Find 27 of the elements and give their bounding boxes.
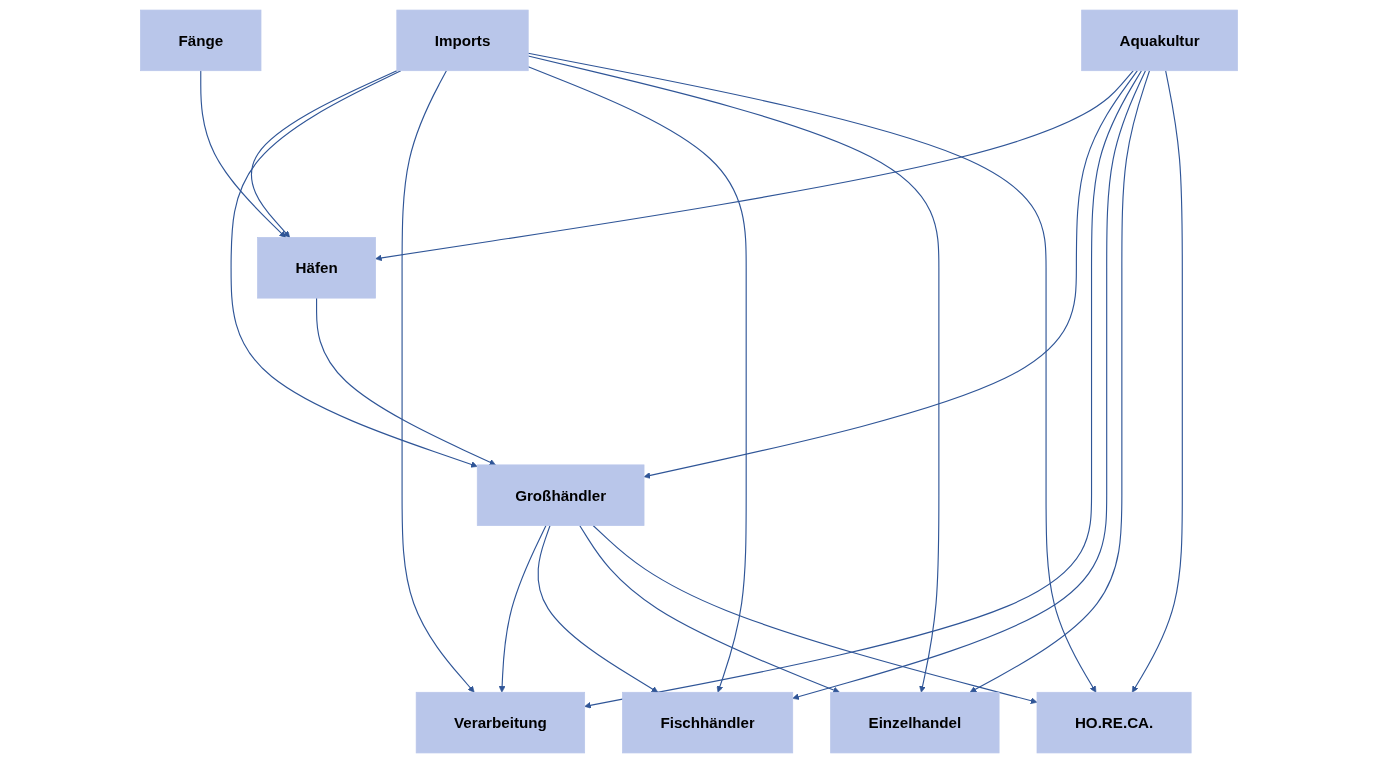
arrow bbox=[498, 524, 547, 693]
arrow bbox=[537, 524, 659, 693]
node-box: Fänge bbox=[140, 9, 262, 71]
arrow bbox=[527, 55, 940, 693]
arrow bbox=[375, 69, 1134, 261]
node-box: HO.RE.CA. bbox=[1036, 691, 1192, 753]
arrow bbox=[200, 69, 286, 238]
arrow bbox=[316, 297, 496, 465]
node-box: Großhändler bbox=[476, 464, 645, 526]
arrow bbox=[579, 524, 840, 693]
arrow bbox=[1131, 69, 1183, 693]
arrow bbox=[250, 69, 398, 238]
arrow bbox=[527, 65, 747, 693]
arrow bbox=[527, 52, 1097, 693]
arrow bbox=[230, 69, 478, 468]
arrow bbox=[401, 69, 475, 693]
node-box: Einzelhandel bbox=[830, 691, 1000, 753]
node-box: Verarbeitung bbox=[415, 691, 586, 753]
node-box: Aquakultur bbox=[1081, 9, 1238, 71]
arrow bbox=[792, 69, 1147, 700]
node-box: Häfen bbox=[257, 236, 376, 298]
arrow bbox=[643, 69, 1138, 479]
arrow bbox=[592, 524, 1038, 704]
node-box: Fischhändler bbox=[622, 691, 794, 753]
arrow bbox=[584, 69, 1142, 709]
node-box: Imports bbox=[396, 9, 529, 71]
arrow bbox=[969, 69, 1151, 693]
